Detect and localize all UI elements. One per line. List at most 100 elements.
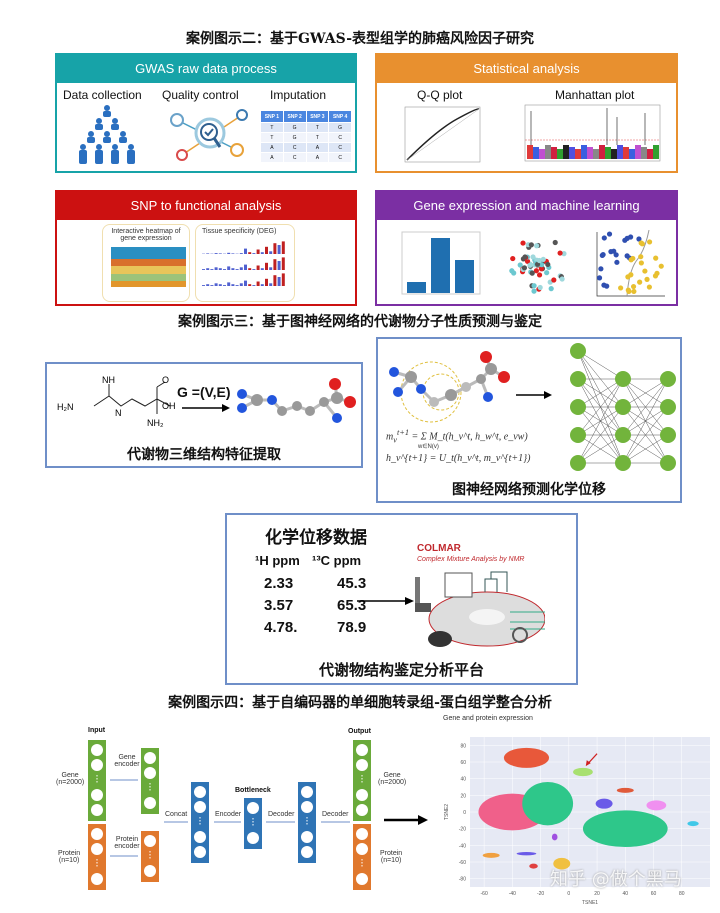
nn-edge — [577, 378, 624, 408]
neuron — [356, 789, 368, 801]
neuron — [247, 832, 259, 844]
deg-bar — [202, 269, 205, 270]
arrow-icon — [182, 404, 230, 412]
protein-n: (n=10) — [58, 857, 80, 864]
statistical-panel: Statistical analysis Q-Q plot Manhattan … — [375, 53, 678, 173]
class-point — [636, 236, 642, 242]
network-node — [544, 270, 550, 276]
network-node — [557, 250, 563, 256]
person-body — [103, 111, 111, 117]
network-node — [559, 276, 565, 282]
table-cell: A — [306, 143, 329, 152]
decoder-label-1: Decoder — [268, 811, 295, 818]
h-ppm-value: 2.33 — [264, 575, 294, 592]
table-header: SNP 3 — [306, 111, 329, 122]
person-body — [111, 150, 119, 164]
class-point — [604, 283, 610, 289]
cell-cluster — [582, 810, 668, 847]
atom — [319, 397, 329, 407]
case4-title: 案例图示四：基于自编码器的单细胞转录组-蛋白组学整合分析 — [168, 695, 552, 711]
nn-node — [660, 399, 676, 415]
deg-bar — [277, 261, 281, 270]
x-tick-label: 40 — [623, 891, 629, 897]
manhattan-chromosome — [605, 147, 611, 159]
neuron — [356, 759, 368, 771]
atom — [237, 389, 247, 399]
h-ppm-value: 4.78. — [264, 619, 298, 636]
manhattan-chromosome — [539, 149, 545, 159]
deg-bar — [227, 252, 231, 254]
class-point — [642, 268, 648, 274]
table-cell: C — [329, 133, 351, 142]
big-arrow-head — [418, 815, 428, 825]
manhattan-chromosome — [611, 149, 617, 159]
graph-formula: G =(V,E) — [177, 384, 231, 400]
network-node — [548, 286, 554, 292]
class-point — [630, 283, 637, 290]
person-icon — [104, 105, 110, 111]
nn-node — [570, 399, 586, 415]
atom — [292, 401, 302, 411]
h-ppm-header: ¹H ppm — [255, 553, 300, 568]
molecule-message-passing — [389, 351, 510, 423]
person-body — [95, 124, 103, 130]
atom — [416, 384, 426, 394]
neuron — [301, 801, 313, 813]
class-point — [646, 284, 652, 290]
class-point — [599, 252, 605, 259]
nn-node — [570, 427, 586, 443]
atom — [498, 371, 510, 383]
person-body — [127, 150, 135, 164]
neuron — [91, 744, 103, 756]
x-tick-label: -40 — [509, 891, 516, 897]
neuron — [301, 831, 313, 843]
person-icon — [96, 118, 102, 124]
deg-bar — [231, 253, 235, 254]
nn-edge — [622, 406, 669, 464]
ml-panel: Gene expression and machine learning — [375, 190, 678, 306]
deg-bar — [273, 275, 277, 286]
neuron — [91, 789, 103, 801]
table-header: SNP 1 — [261, 111, 283, 122]
atom — [329, 378, 341, 390]
colmar-logo: COLMAR — [417, 543, 461, 554]
gene-output-label: Gene(n=2000) — [378, 772, 406, 786]
sum-subscript: w∈N(v) — [418, 444, 439, 450]
deg-bar — [260, 252, 264, 254]
arrow-icon — [357, 597, 414, 605]
neuron — [194, 831, 206, 843]
deg-bar — [260, 284, 264, 286]
atom — [480, 351, 492, 363]
gnn-box: mvt+1 = Σ M_t(h_v^t, h_w^t, e_vw) w∈N(v)… — [376, 337, 682, 503]
person-body — [119, 137, 127, 143]
ml-network-plot — [509, 239, 567, 294]
manhattan-chromosome — [647, 149, 653, 159]
deg-bar — [206, 253, 210, 254]
class-point — [653, 255, 659, 261]
nn-edge — [622, 434, 669, 464]
protein-out-n: (n=10) — [380, 857, 402, 864]
nn-node — [660, 455, 676, 471]
protein-output-layer — [353, 824, 371, 890]
deg-bar — [244, 280, 247, 286]
deg-bar — [239, 267, 243, 270]
deg-bar — [260, 268, 264, 270]
table-cell: C — [329, 153, 351, 162]
concat-layer — [191, 782, 209, 863]
class-point — [624, 235, 630, 241]
x-tick-label: 0 — [567, 891, 570, 897]
arrow-icon — [516, 391, 552, 399]
manhattan-chromosome — [623, 147, 629, 159]
deg-bar — [235, 285, 239, 286]
concat-label: Concat — [165, 811, 188, 818]
table-cell: G — [283, 123, 306, 132]
network-node — [517, 262, 523, 268]
tissue-bar-chart — [202, 241, 285, 286]
nn-node — [570, 371, 586, 387]
x-tick-label: 60 — [651, 891, 657, 897]
cell-cluster — [573, 767, 593, 777]
atom — [445, 389, 457, 401]
